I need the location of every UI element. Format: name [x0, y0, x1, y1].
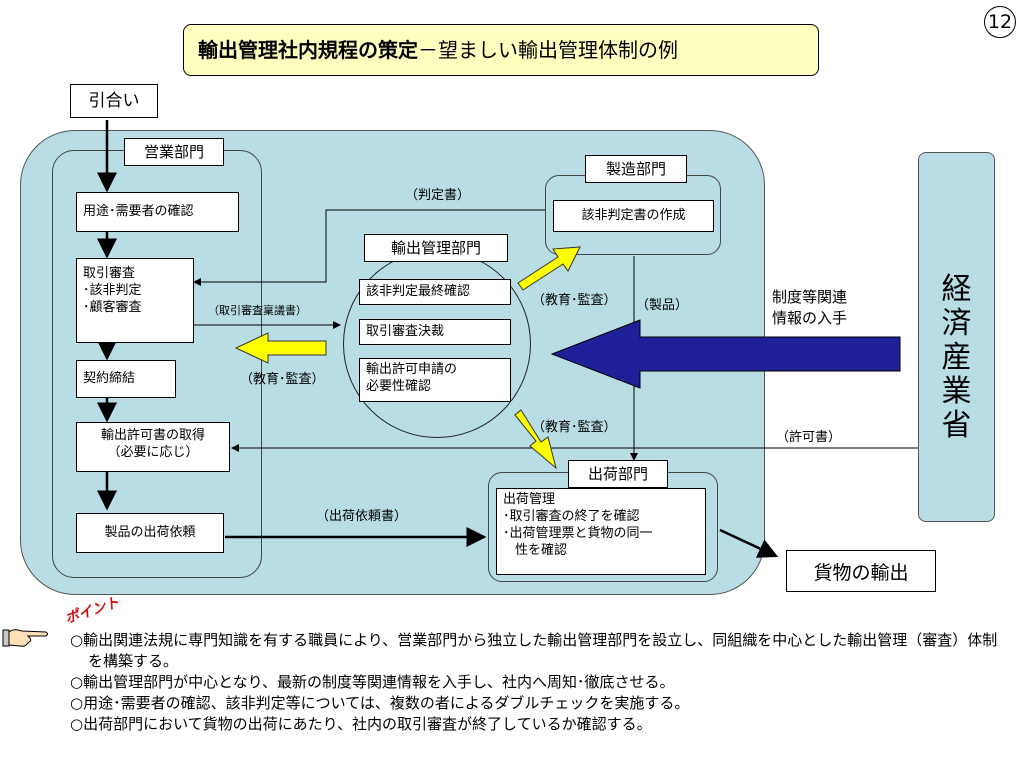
- license-line-1: 輸出許可書の取得: [100, 428, 205, 443]
- export-arrow: [719, 528, 779, 558]
- label-product: （製品）: [636, 298, 689, 313]
- label-shipping-request-doc: （出荷依頼書）: [316, 509, 408, 524]
- label-license-doc: （許可書）: [776, 430, 842, 445]
- manufacturing-label: 製造部門: [585, 155, 687, 183]
- review-title: 取引審査: [83, 266, 136, 281]
- label-info: 制度等関連 情報の入手: [772, 287, 847, 329]
- label-education-2: （教育･監査）: [532, 293, 617, 308]
- yellow-arrow-to-shipping: [514, 409, 557, 470]
- license-need-line-1: 輸出許可申請の: [366, 362, 458, 377]
- blue-arrow-info: [550, 319, 901, 389]
- shipping-request-box: 製品の出荷依頼: [76, 513, 224, 553]
- final-classification-box: 該非判定最終確認: [359, 279, 511, 305]
- info-line-1: 制度等関連: [772, 288, 848, 306]
- title-bold: 輸出管理社内規程の策定: [198, 38, 418, 62]
- note-4: ○出荷部門において貨物の出荷にあたり、社内の取引審査が終了しているか確認する。: [70, 715, 652, 733]
- note-1: ○輸出関連法規に専門知識を有する職員により、営業部門から独立した輸出管理部門を設…: [70, 631, 998, 670]
- shipping-line-4: 性を確認: [515, 543, 568, 558]
- notes: ○輸出関連法規に専門知識を有する職員により、営業部門から独立した輸出管理部門を設…: [70, 630, 1010, 735]
- review-item-customer: ･顧客審査: [83, 300, 142, 315]
- shipping-label: 出荷部門: [568, 460, 668, 488]
- export-control-label: 輸出管理部門: [364, 234, 508, 262]
- license-need-box: 輸出許可申請の 必要性確認: [359, 358, 511, 402]
- sales-label: 営業部門: [124, 138, 224, 166]
- transaction-decision-box: 取引審査決裁: [359, 319, 511, 345]
- shipping-management-box: 出荷管理 ･取引審査の終了を確認 ･出荷管理票と貨物の同一 性を確認: [496, 488, 706, 575]
- note-2: ○輸出管理部門が中心となり、最新の制度等関連情報を入手し、社内へ周知･徹底させる…: [70, 673, 675, 691]
- pointing-hand-icon: [2, 624, 50, 650]
- license-acquisition-box: 輸出許可書の取得 （必要に応じ）: [76, 422, 230, 472]
- label-judgment-doc: （判定書）: [405, 188, 471, 203]
- judgment-doc-line: [193, 209, 545, 286]
- info-line-2: 情報の入手: [772, 309, 848, 327]
- review-item-classification: ･該非判定: [83, 283, 142, 298]
- contract-box: 契約締結: [76, 360, 176, 398]
- meti-box: 経済産業省: [918, 152, 995, 522]
- yellow-arrow-to-manufacturing: [517, 246, 581, 291]
- yellow-arrow-to-sales: [234, 332, 327, 364]
- page-number: 12: [984, 6, 1016, 38]
- usage-check-box: 用途･需要者の確認: [76, 192, 239, 232]
- judgment-creation-box: 該非判定書の作成: [553, 200, 714, 232]
- label-proposal-doc: （取引審査稟議書）: [208, 304, 307, 317]
- inquiry-box: 引合い: [70, 84, 158, 118]
- label-education-1: （教育･監査）: [240, 372, 325, 387]
- meti-text: 経済産業省: [941, 272, 972, 443]
- label-education-3: （教育･監査）: [532, 420, 617, 435]
- shipping-line-2: ･取引審査の終了を確認: [503, 509, 640, 524]
- slide-title: 輸出管理社内規程の策定－望ましい輸出管理体制の例: [183, 24, 819, 76]
- license-need-line-2: 必要性確認: [366, 379, 432, 394]
- title-rest: －望ましい輸出管理体制の例: [418, 38, 678, 62]
- shipping-line-3: ･出荷管理票と貨物の同一: [503, 526, 653, 541]
- note-3: ○用途･需要者の確認、該非判定等については、複数の者によるダブルチェックを実施す…: [70, 694, 690, 712]
- shipping-line-1: 出荷管理: [503, 492, 556, 507]
- license-line-2: （必要に応じ）: [107, 445, 199, 460]
- export-goods-box: 貨物の輸出: [786, 550, 936, 592]
- transaction-review-box: 取引審査 ･該非判定 ･顧客審査: [76, 258, 194, 343]
